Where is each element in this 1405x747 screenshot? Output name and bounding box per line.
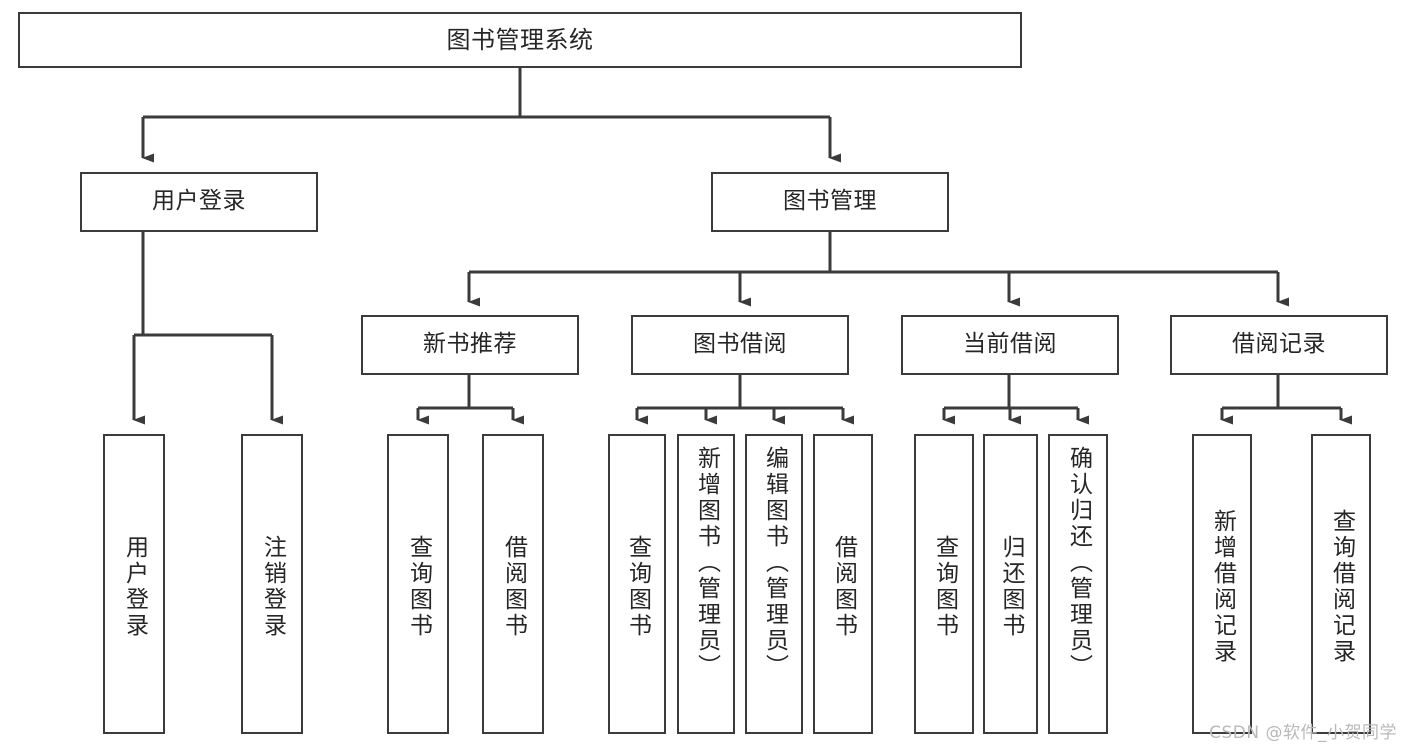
node-leaf-add-book-admin-label: 新增图书（管理员） xyxy=(693,446,720,680)
leaf-inner: 新增借阅记录 xyxy=(1194,442,1250,732)
node-leaf-add-book-admin[interactable]: 新增图书（管理员） xyxy=(677,434,735,734)
node-new-book-recommend[interactable]: 新书推荐 xyxy=(361,315,579,375)
node-leaf-user-login-label: 用户登录 xyxy=(121,535,148,639)
leaf-inner: 注销登录 xyxy=(243,442,301,732)
node-new-book-recommend-label: 新书推荐 xyxy=(423,331,517,358)
node-user-login-label: 用户登录 xyxy=(152,188,246,215)
node-leaf-confirm-return-admin[interactable]: 确认归还（管理员） xyxy=(1048,434,1108,734)
node-leaf-borrow-book-recommend-label: 借阅图书 xyxy=(500,535,527,639)
node-borrow-records-label: 借阅记录 xyxy=(1232,331,1326,358)
node-root-label: 图书管理系统 xyxy=(446,25,594,54)
node-borrow-records[interactable]: 借阅记录 xyxy=(1170,315,1388,375)
node-leaf-query-book-recommend-label: 查询图书 xyxy=(405,535,432,639)
node-current-borrow[interactable]: 当前借阅 xyxy=(901,315,1119,375)
node-book-management-label: 图书管理 xyxy=(783,188,877,215)
leaf-inner: 归还图书 xyxy=(985,442,1036,732)
node-book-management[interactable]: 图书管理 xyxy=(711,172,949,232)
leaf-inner: 借阅图书 xyxy=(484,442,542,732)
leaf-inner: 查询图书 xyxy=(916,442,972,732)
node-leaf-query-book-borrow-label: 查询图书 xyxy=(624,535,651,639)
leaf-inner: 编辑图书（管理员） xyxy=(747,442,801,736)
leaf-inner: 查询图书 xyxy=(389,442,447,732)
node-leaf-logout-label: 注销登录 xyxy=(259,535,286,639)
node-root[interactable]: 图书管理系统 xyxy=(18,12,1022,68)
node-book-borrow-label: 图书借阅 xyxy=(693,331,787,358)
node-leaf-borrow-book-recommend[interactable]: 借阅图书 xyxy=(482,434,544,734)
node-leaf-edit-book-admin[interactable]: 编辑图书（管理员） xyxy=(745,434,803,734)
leaf-inner: 查询图书 xyxy=(610,442,664,732)
node-leaf-logout[interactable]: 注销登录 xyxy=(241,434,303,734)
node-leaf-borrow-book[interactable]: 借阅图书 xyxy=(813,434,873,734)
leaf-inner: 借阅图书 xyxy=(815,442,871,732)
node-leaf-add-borrow-record[interactable]: 新增借阅记录 xyxy=(1192,434,1252,734)
leaf-inner: 新增图书（管理员） xyxy=(679,442,733,736)
node-leaf-query-borrow-record-label: 查询借阅记录 xyxy=(1328,509,1355,665)
node-current-borrow-label: 当前借阅 xyxy=(963,331,1057,358)
node-leaf-query-book-borrow[interactable]: 查询图书 xyxy=(608,434,666,734)
node-leaf-query-borrow-record[interactable]: 查询借阅记录 xyxy=(1311,434,1371,734)
leaf-inner: 查询借阅记录 xyxy=(1313,442,1369,732)
node-leaf-user-login[interactable]: 用户登录 xyxy=(103,434,165,734)
node-leaf-return-book[interactable]: 归还图书 xyxy=(983,434,1038,734)
node-leaf-query-book-current[interactable]: 查询图书 xyxy=(914,434,974,734)
watermark-text: CSDN @软件_小贺同学 xyxy=(1209,723,1397,743)
node-user-login[interactable]: 用户登录 xyxy=(80,172,318,232)
leaf-inner: 确认归还（管理员） xyxy=(1050,442,1106,736)
node-leaf-return-book-label: 归还图书 xyxy=(998,535,1024,639)
leaf-inner: 用户登录 xyxy=(105,442,163,732)
node-leaf-confirm-return-admin-label: 确认归还（管理员） xyxy=(1065,446,1092,680)
node-book-borrow[interactable]: 图书借阅 xyxy=(631,315,849,375)
node-leaf-query-book-current-label: 查询图书 xyxy=(931,535,958,639)
node-leaf-add-borrow-record-label: 新增借阅记录 xyxy=(1209,509,1236,665)
node-leaf-query-book-recommend[interactable]: 查询图书 xyxy=(387,434,449,734)
node-leaf-edit-book-admin-label: 编辑图书（管理员） xyxy=(761,446,788,680)
node-leaf-borrow-book-label: 借阅图书 xyxy=(830,535,857,639)
